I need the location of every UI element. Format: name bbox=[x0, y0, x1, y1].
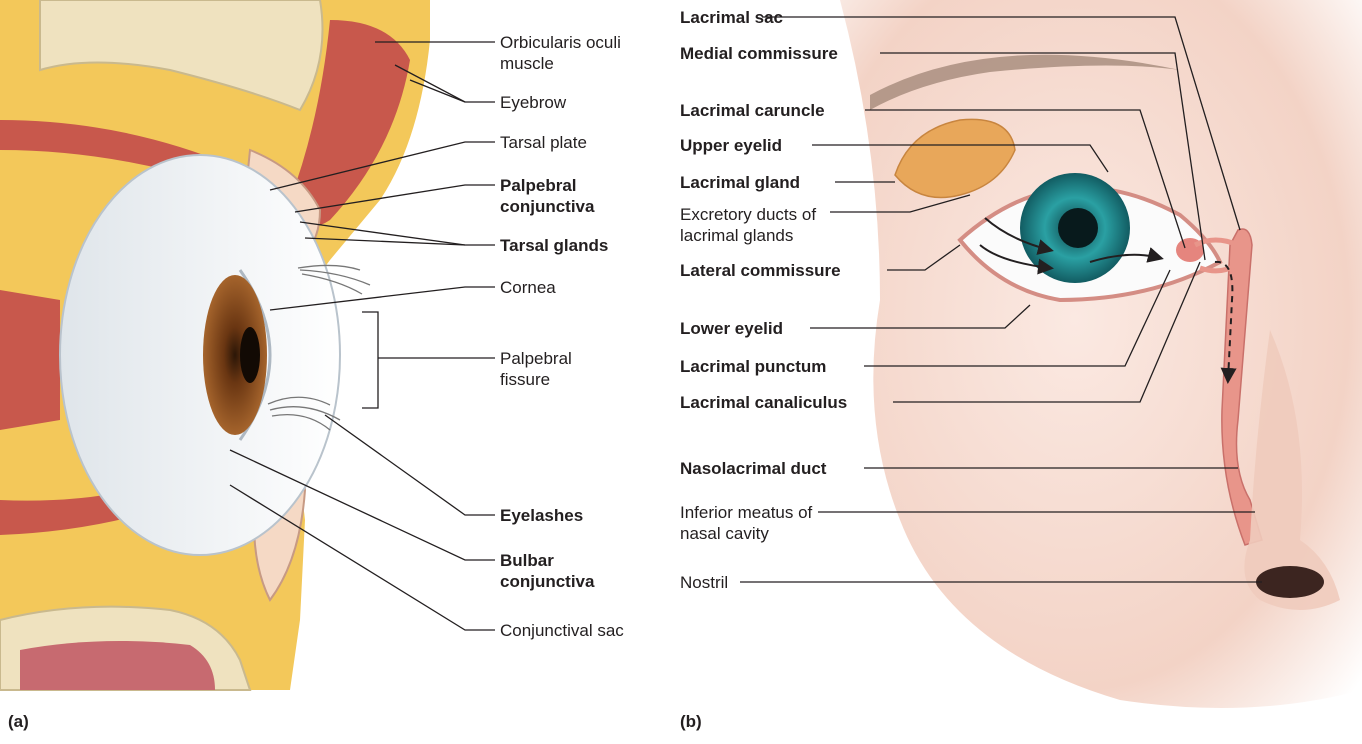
pupil-b bbox=[1058, 208, 1098, 248]
label-palpebral-fissure: Palpebral fissure bbox=[500, 348, 600, 390]
nostril-shape bbox=[1256, 566, 1324, 598]
eyeball bbox=[60, 155, 340, 555]
label-tarsal-glands: Tarsal glands bbox=[500, 235, 608, 256]
label-inferior-meatus: Inferior meatus of nasal cavity bbox=[680, 502, 815, 544]
label-excretory-ducts: Excretory ducts of lacrimal glands bbox=[680, 204, 830, 246]
pupil bbox=[240, 327, 260, 383]
label-orbicularis-oculi-muscle: Orbicularis oculi muscle bbox=[500, 32, 640, 74]
label-tarsal-plate: Tarsal plate bbox=[500, 132, 587, 153]
label-bulbar-conjunctiva: Bulbar conjunctiva bbox=[500, 550, 630, 592]
label-nasolacrimal-duct: Nasolacrimal duct bbox=[680, 458, 826, 479]
label-upper-eyelid: Upper eyelid bbox=[680, 135, 782, 156]
posterior-muscle bbox=[0, 290, 60, 430]
label-cornea: Cornea bbox=[500, 277, 556, 298]
label-eyebrow: Eyebrow bbox=[500, 92, 566, 113]
label-conjunctival-sac: Conjunctival sac bbox=[500, 620, 630, 641]
panel-b-drawing bbox=[740, 0, 1362, 708]
label-eyelashes: Eyelashes bbox=[500, 505, 583, 526]
label-lateral-commissure: Lateral commissure bbox=[680, 260, 841, 281]
label-lacrimal-sac: Lacrimal sac bbox=[680, 7, 783, 28]
label-palpebral-conjunctiva: Palpebral conjunctiva bbox=[500, 175, 630, 217]
label-lacrimal-punctum: Lacrimal punctum bbox=[680, 356, 826, 377]
sinus bbox=[20, 641, 215, 690]
label-lacrimal-canaliculus: Lacrimal canaliculus bbox=[680, 392, 847, 413]
label-nostril: Nostril bbox=[680, 572, 728, 593]
panel-b-letter: (b) bbox=[680, 712, 702, 732]
panel-a-letter: (a) bbox=[8, 712, 29, 732]
panel-a-drawing bbox=[0, 0, 495, 690]
label-medial-commissure: Medial commissure bbox=[680, 43, 838, 64]
label-lower-eyelid: Lower eyelid bbox=[680, 318, 783, 339]
label-lacrimal-gland: Lacrimal gland bbox=[680, 172, 800, 193]
label-lacrimal-caruncle: Lacrimal caruncle bbox=[680, 100, 825, 121]
